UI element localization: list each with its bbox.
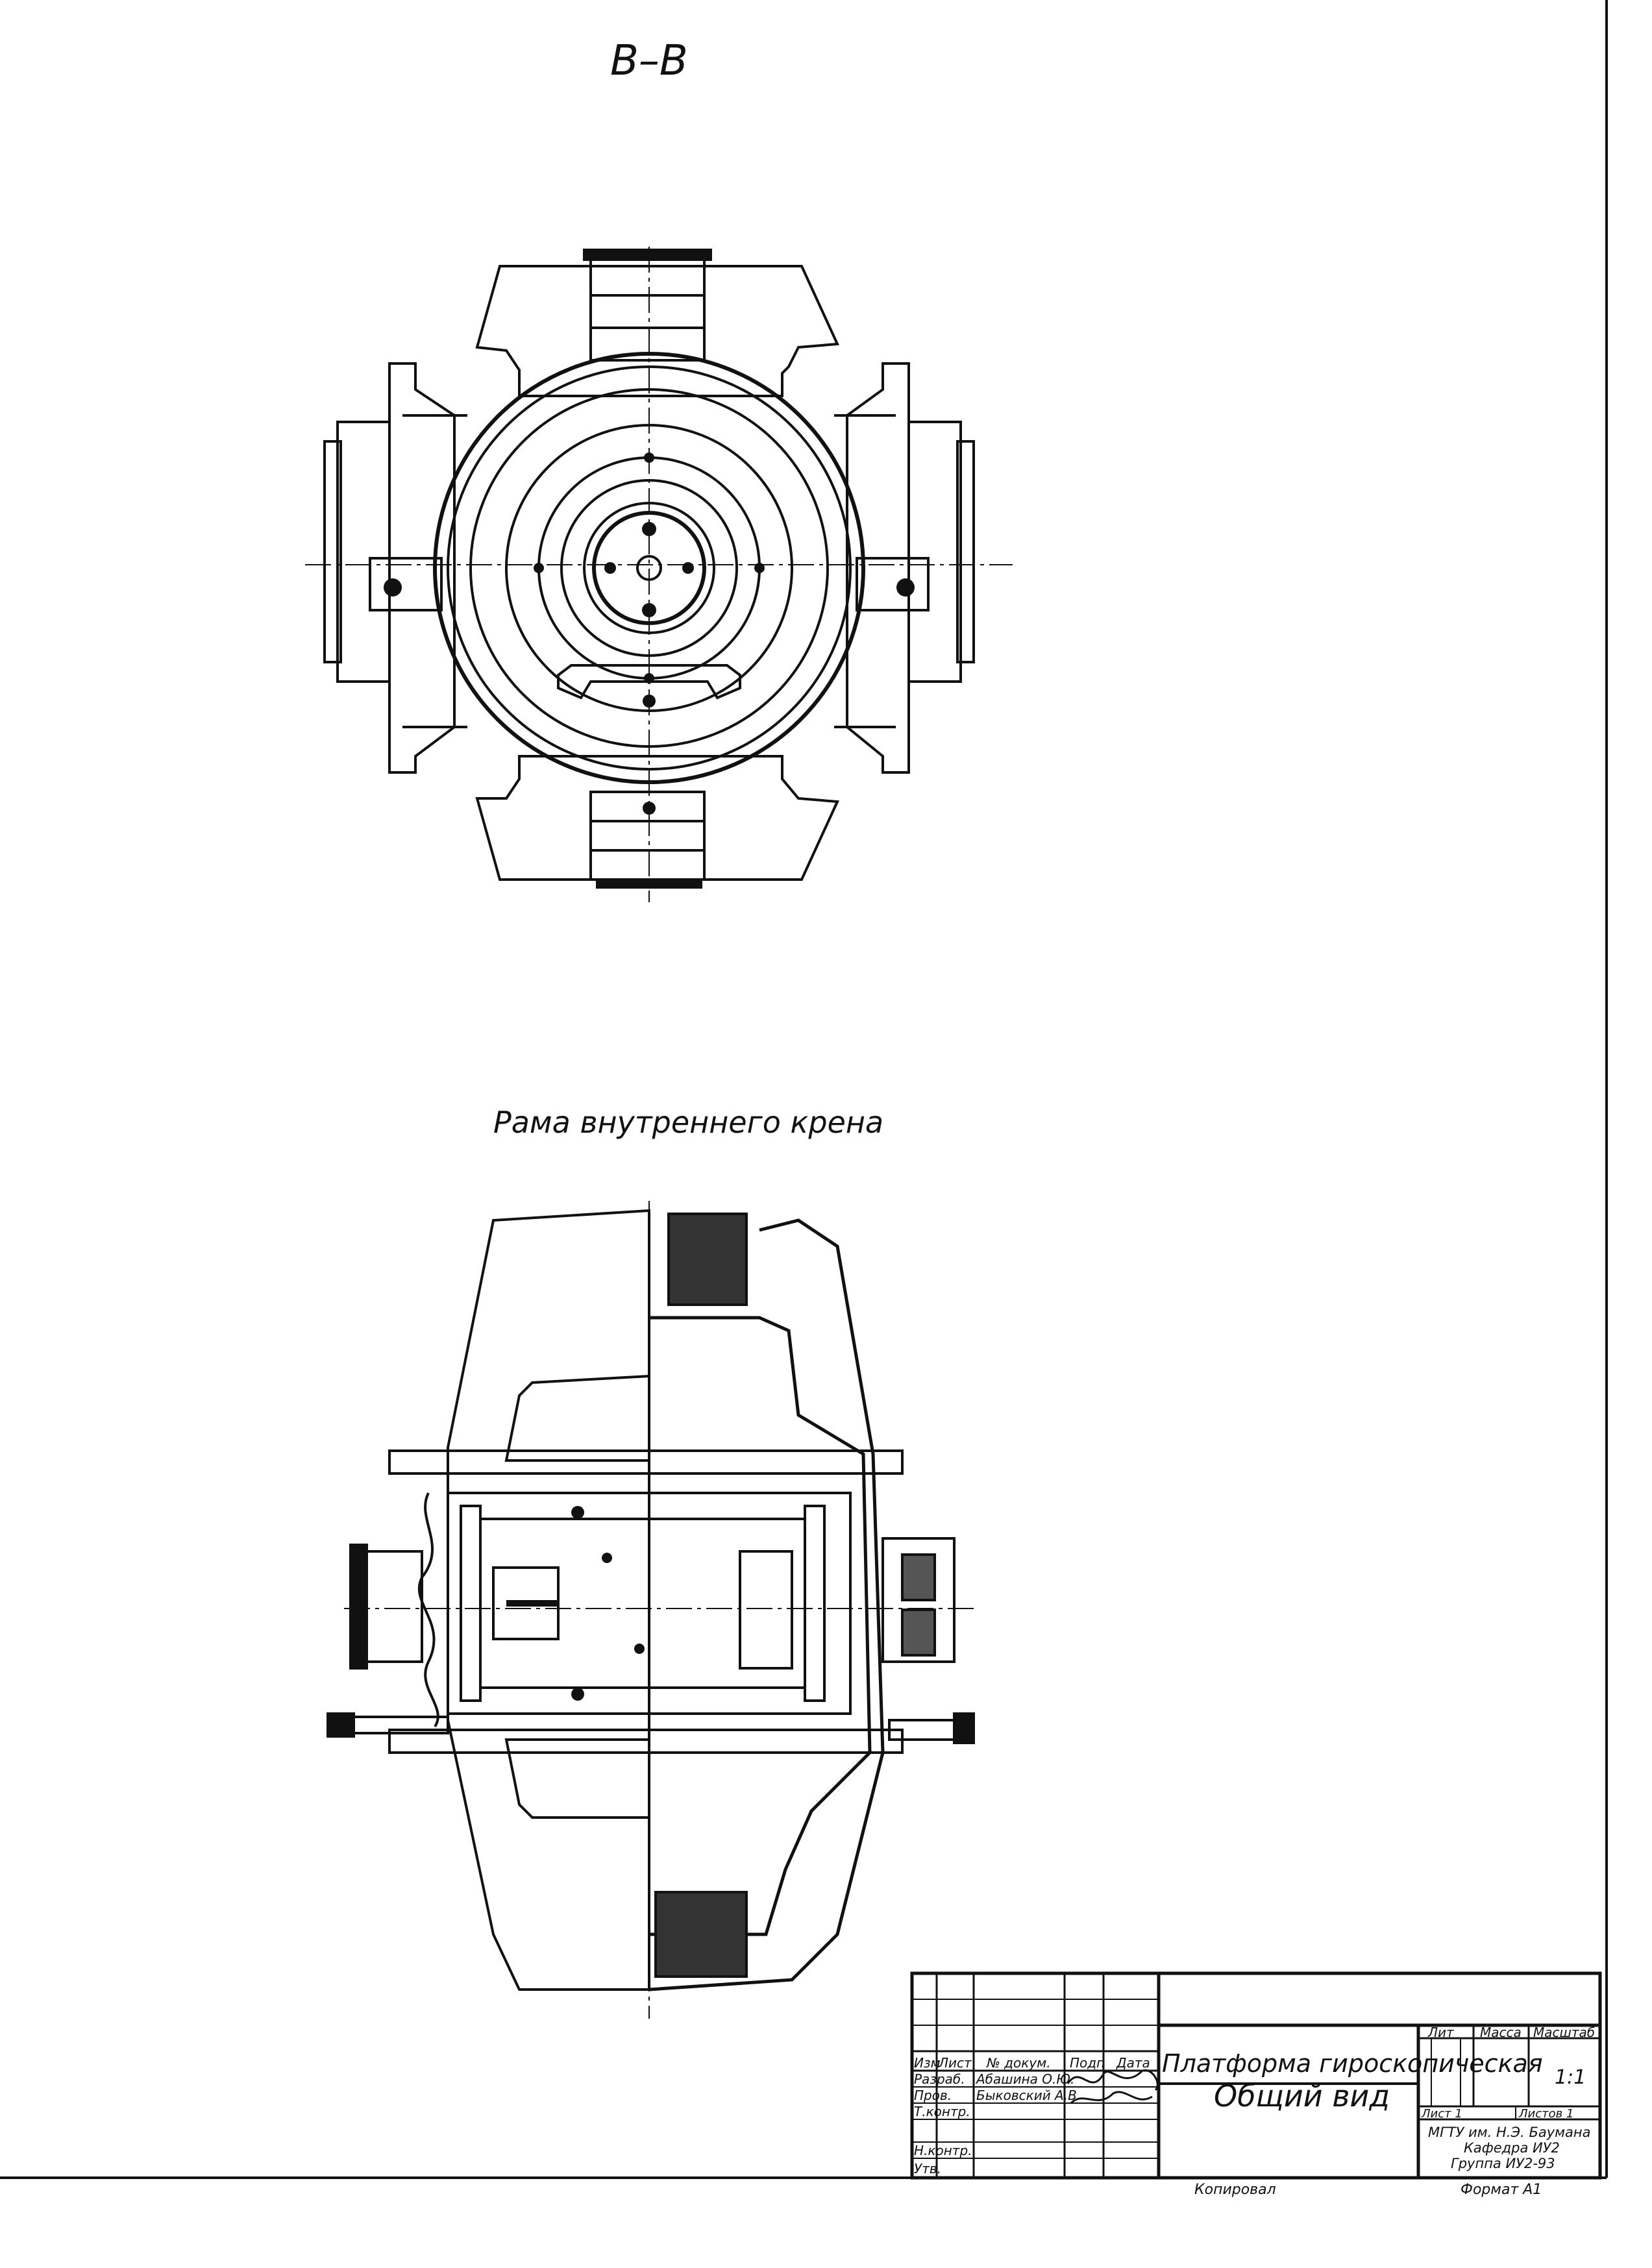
scale-value: 1:1 — [1555, 2066, 1586, 2089]
sheet-count: Листов 1 — [1518, 2107, 1573, 2121]
title-block-text: Изм Лист № докум. Подп Дата Разраб. Абаш… — [914, 2025, 1595, 2198]
role-tech-control: Т.контр. — [914, 2104, 970, 2119]
title-block — [910, 1971, 1602, 2180]
col-header-izm: Изм — [914, 2055, 941, 2071]
col-header-date: Дата — [1116, 2055, 1150, 2071]
role-norm-control: Н.контр. — [914, 2143, 972, 2158]
drawing-title-line1: Платформа гироскопическая — [1162, 2049, 1543, 2078]
drawing-title-line2: Общий вид — [1214, 2078, 1390, 2114]
copied-label: Копировал — [1194, 2182, 1276, 2198]
name-developer: Абашина О.Ю. — [975, 2071, 1074, 2087]
view-caption: Рама внутреннего крена — [493, 1105, 883, 1140]
sheet-frame — [0, 0, 1608, 2179]
col-header-list: Лист — [938, 2055, 972, 2071]
section-view-b-b — [305, 247, 1013, 902]
col-header-doc: № докум. — [986, 2055, 1051, 2071]
org-line2: Кафедра ИУ2 — [1464, 2140, 1560, 2156]
signature-marks — [1066, 2069, 1159, 2104]
role-developer: Разраб. — [914, 2071, 965, 2087]
inner-roll-frame-view — [327, 1201, 975, 2019]
format-label: Формат А1 — [1461, 2182, 1542, 2198]
role-approved: Утв. — [914, 2161, 941, 2176]
org-line3: Группа ИУ2-93 — [1451, 2156, 1555, 2171]
col-header-sign: Подп — [1070, 2055, 1105, 2071]
role-checker: Пров. — [914, 2088, 952, 2103]
org-line1: МГТУ им. Н.Э. Баумана — [1428, 2125, 1590, 2140]
name-checker: Быковский А.В. — [976, 2088, 1081, 2103]
section-label: В–В — [610, 37, 688, 85]
mass-label: Масса — [1480, 2025, 1522, 2040]
sheet-number: Лист 1 — [1421, 2107, 1462, 2121]
lit-label: Лит — [1427, 2025, 1455, 2040]
scale-label: Масштаб — [1533, 2025, 1595, 2040]
